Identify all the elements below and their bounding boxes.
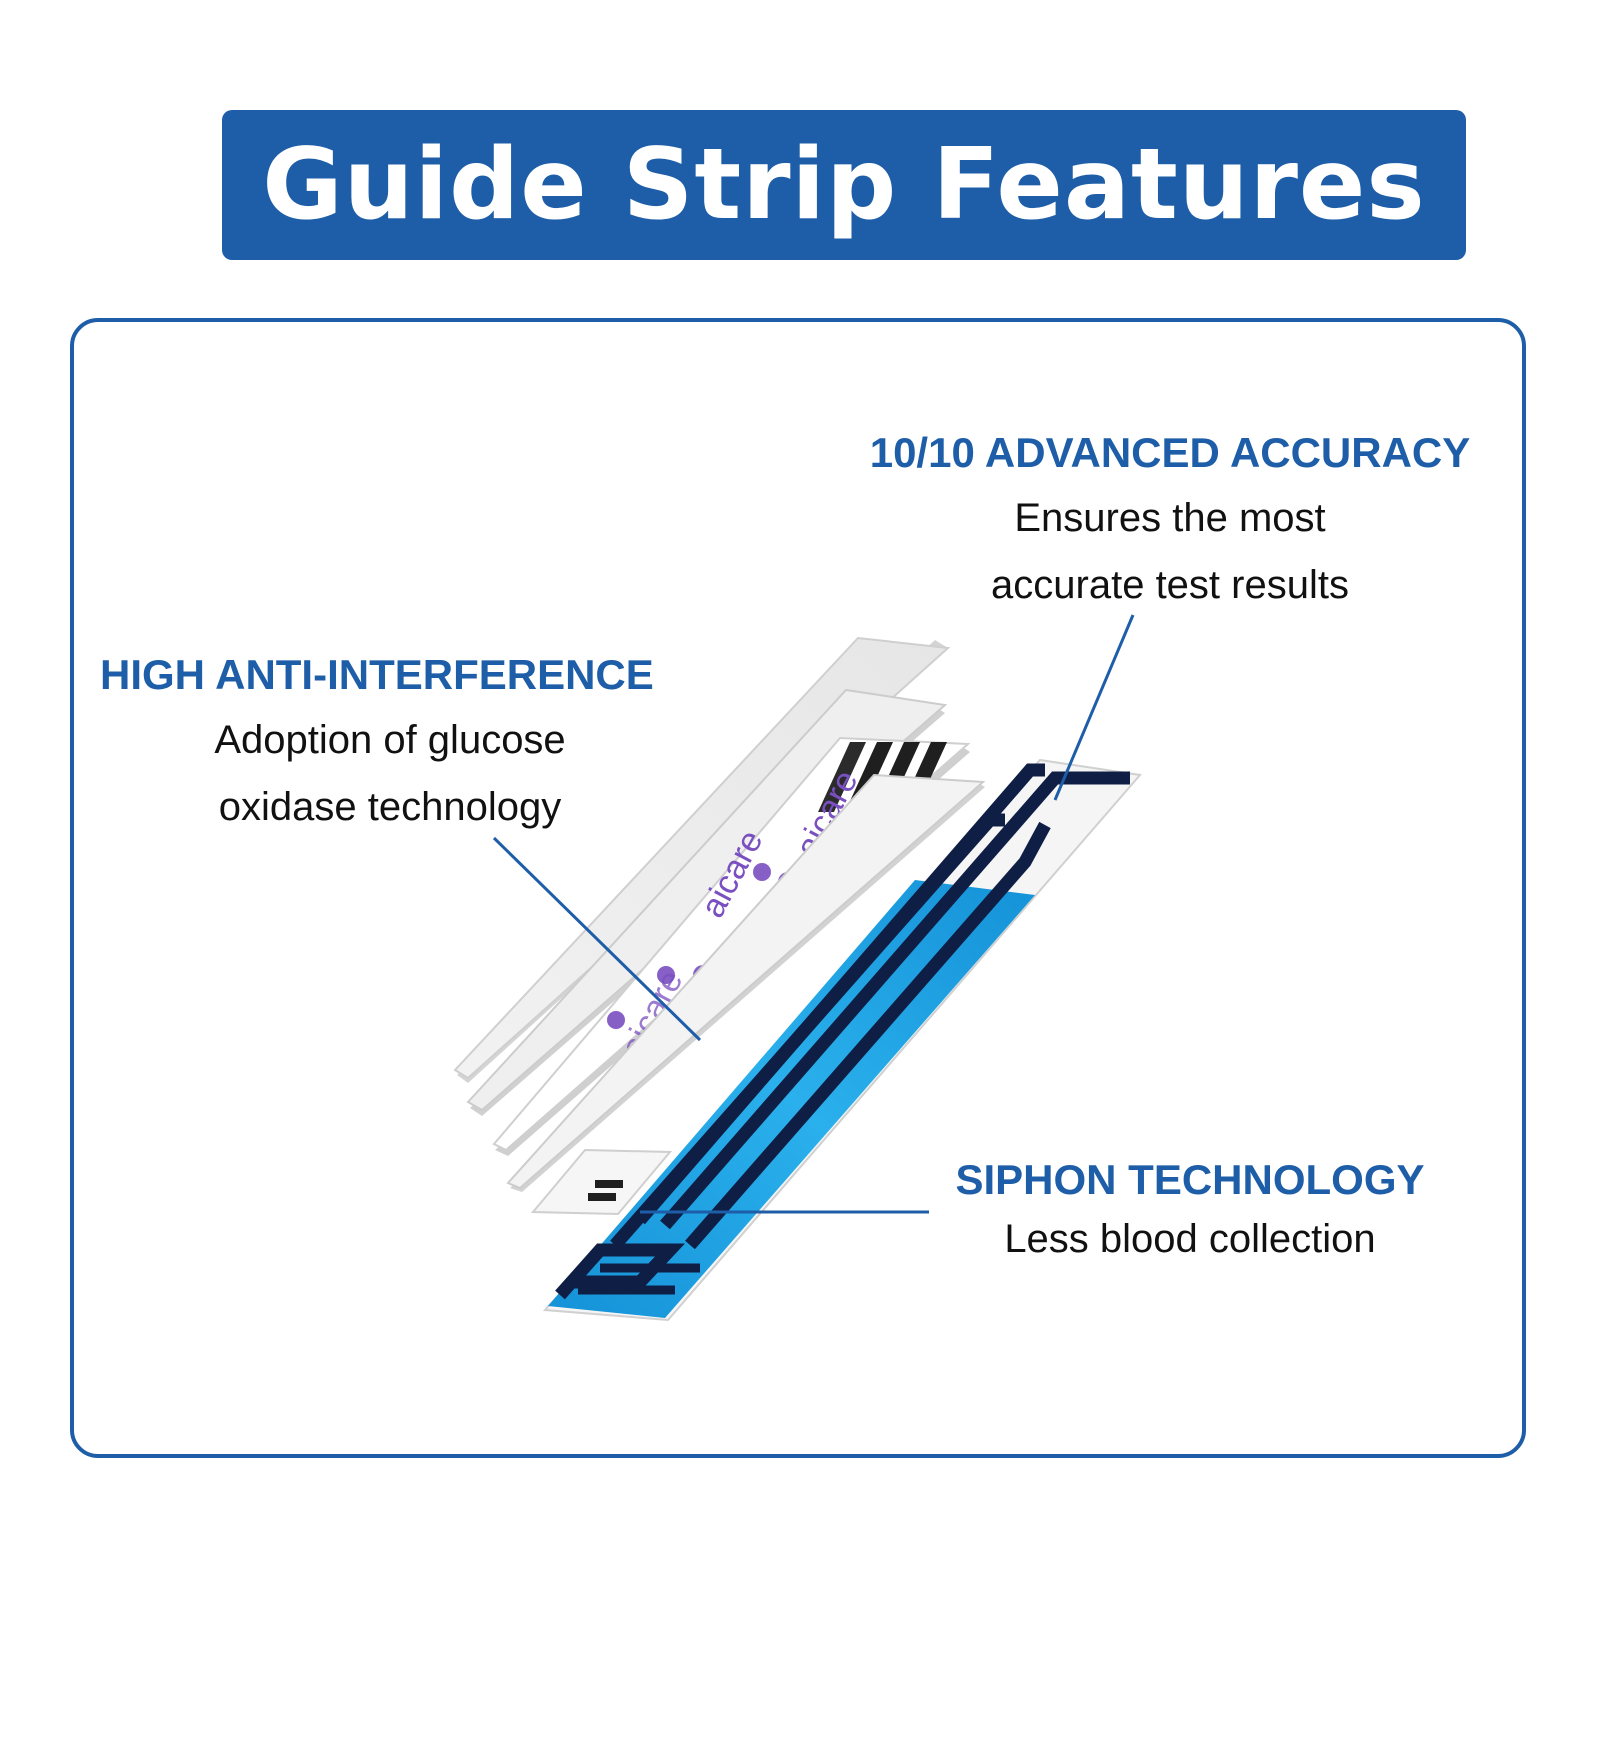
feature-interference-heading: HIGH ANTI-INTERFERENCE (100, 651, 654, 698)
feature-siphon: SIPHON TECHNOLOGY Less blood collection (930, 1155, 1450, 1266)
interference-leader-line (492, 836, 702, 1042)
electrode-base-strip (542, 758, 1142, 1322)
feature-accuracy-heading: 10/10 ADVANCED ACCURACY (869, 429, 1471, 476)
feature-accuracy: 10/10 ADVANCED ACCURACY Ensures the most… (850, 428, 1490, 612)
feature-siphon-heading: SIPHON TECHNOLOGY (955, 1156, 1425, 1203)
accuracy-leader-line (1053, 614, 1135, 801)
feature-interference-line1: Adoption of glucose (214, 718, 566, 763)
feature-siphon-line1: Less blood collection (1004, 1217, 1376, 1262)
feature-interference: HIGH ANTI-INTERFERENCE Adoption of gluco… (100, 650, 700, 834)
feature-interference-line2: oxidase technology (218, 785, 562, 830)
title-banner: Guide Strip Features (222, 110, 1466, 260)
tab-layer (530, 1148, 673, 1216)
feature-accuracy-line2: accurate test results (991, 563, 1349, 608)
feature-accuracy-line1: Ensures the most (1014, 496, 1326, 541)
page-title: Guide Strip Features (262, 128, 1426, 242)
spacer-layer (506, 773, 986, 1192)
